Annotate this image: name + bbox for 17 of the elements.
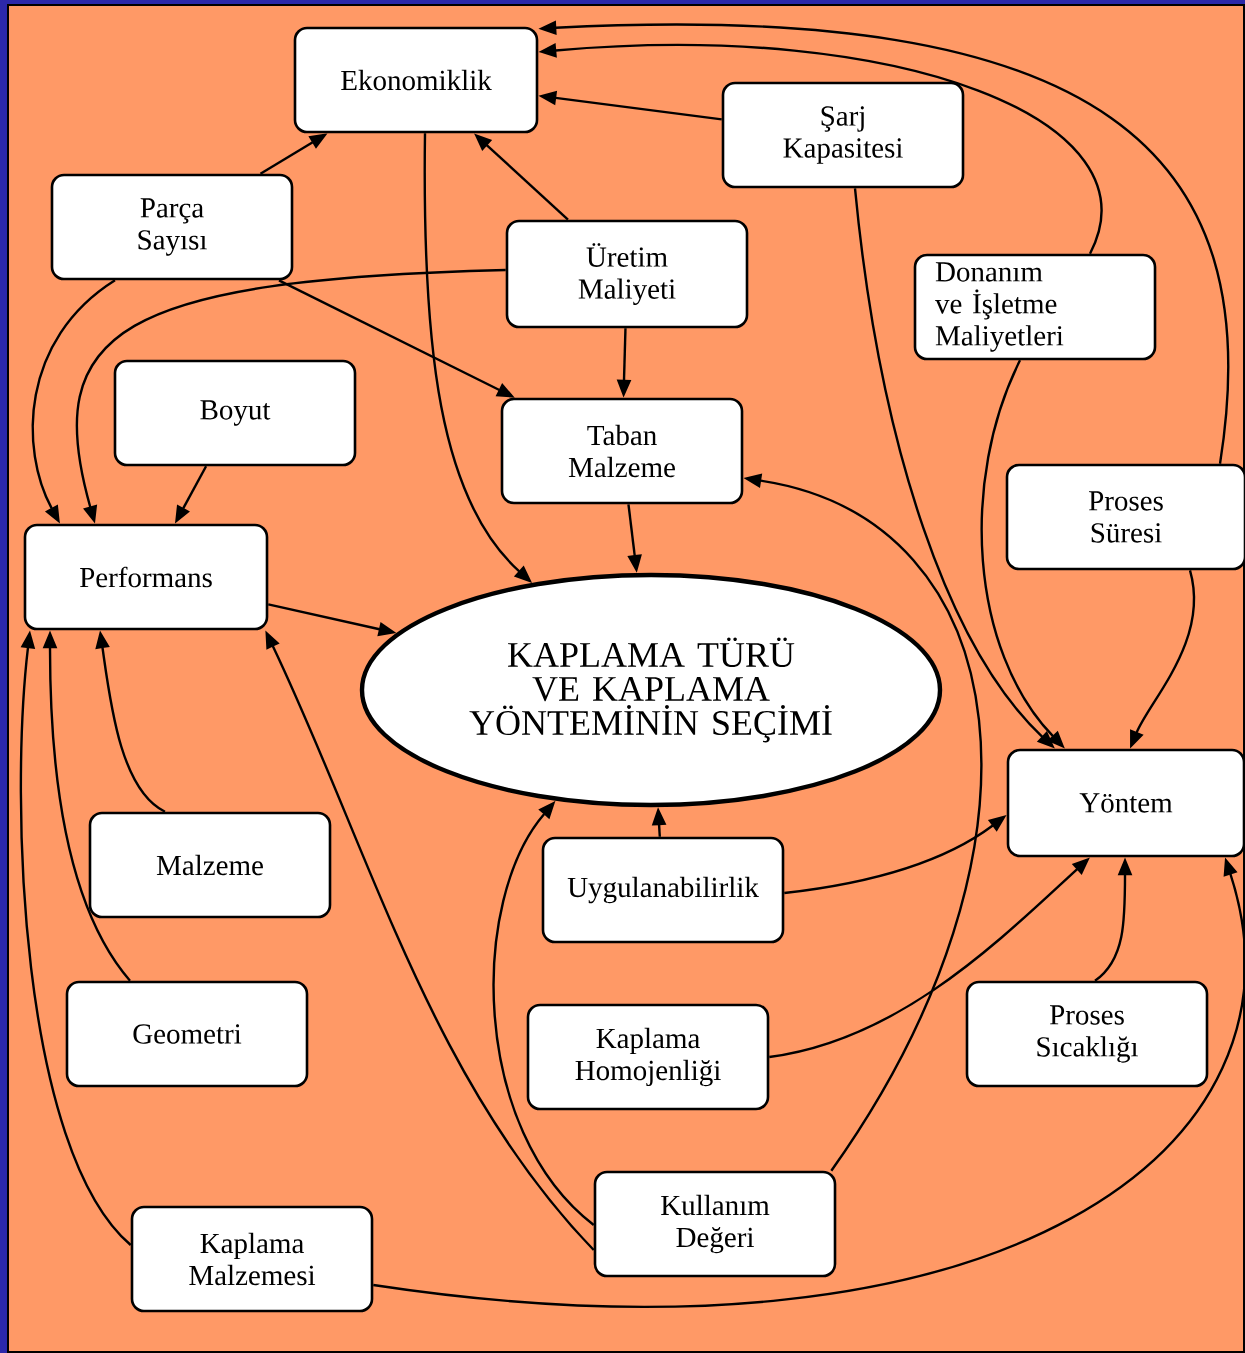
factor-box: Geometri xyxy=(65,980,309,1088)
factor-box: Ekonomiklik xyxy=(293,26,539,134)
factor-box: Parça Sayısı xyxy=(50,173,294,281)
factor-box: Üretim Maliyeti xyxy=(505,219,749,329)
factor-box: Yöntem xyxy=(1006,748,1245,858)
factor-box: Kaplama Homojenliği xyxy=(526,1003,770,1111)
factor-box: Performans xyxy=(23,523,269,631)
factor-box: Kaplama Malzemesi xyxy=(130,1205,374,1313)
factor-box: Uygulanabilirlik xyxy=(541,836,785,944)
factor-box: Taban Malzeme xyxy=(500,397,744,505)
factor-box: Şarj Kapasitesi xyxy=(721,81,965,189)
factor-box: Proses Sıcaklığı xyxy=(965,980,1209,1088)
factor-box: Malzeme xyxy=(88,811,332,919)
factor-box: Boyut xyxy=(113,359,357,467)
factor-box: Kullanım Değeri xyxy=(593,1170,837,1278)
factor-box: Donanım ve İşletme Maliyetleri xyxy=(913,253,1157,361)
factor-box: Proses Süresi xyxy=(1005,463,1245,571)
